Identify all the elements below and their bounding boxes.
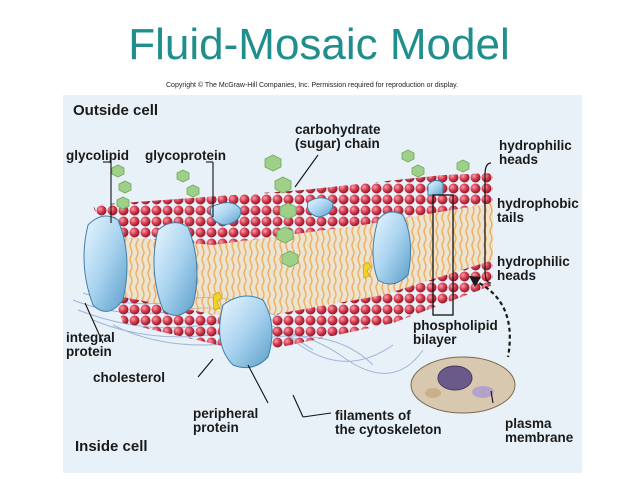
plasma-membrane-label: plasma membrane: [505, 416, 574, 445]
outside-cell-label: Outside cell: [73, 102, 159, 119]
cholesterol-molecules: [212, 261, 372, 311]
head-tail-brace: [484, 162, 492, 284]
carbohydrate-chains: [111, 149, 470, 268]
glycolipid-label: glycolipid: [66, 148, 130, 163]
slide-title: Fluid-Mosaic Model: [128, 20, 510, 69]
filaments-label: filaments of the cytoskeleton: [335, 408, 442, 437]
carbohydrate-chain-label: carbohydrate (sugar) chain: [295, 122, 381, 151]
magnify-arrow: [472, 278, 511, 358]
membrane-illustration: [72, 149, 516, 418]
inside-cell-label: Inside cell: [75, 438, 148, 455]
hydrophilic-heads-top-label: hydrophilic heads: [499, 138, 572, 167]
hydrophobic-tails-label: hydrophobic tails: [497, 196, 579, 225]
bilayer-bracket: [432, 194, 454, 316]
integral-proteins: [83, 179, 444, 369]
peripheral-protein-label: peripheral protein: [193, 406, 259, 435]
integral-protein-label: integral protein: [66, 330, 115, 359]
integral-protein-left: [83, 215, 128, 312]
phospholipid-bilayer-label: phospholipid bilayer: [413, 318, 498, 347]
integral-protein-center: [219, 295, 273, 369]
hydrophilic-heads-bottom-label: hydrophilic heads: [497, 254, 570, 283]
cholesterol-label: cholesterol: [93, 370, 166, 385]
membrane-figure: Outside cell Inside cell glycolipid glyc…: [63, 95, 582, 473]
glycoprotein-label: glycoprotein: [145, 148, 227, 163]
leader-lines: [84, 154, 494, 418]
copyright-notice: Copyright © The McGraw-Hill Companies, I…: [166, 82, 459, 89]
bottom-head-layer: [113, 260, 493, 353]
cell-illustration: [410, 356, 516, 414]
